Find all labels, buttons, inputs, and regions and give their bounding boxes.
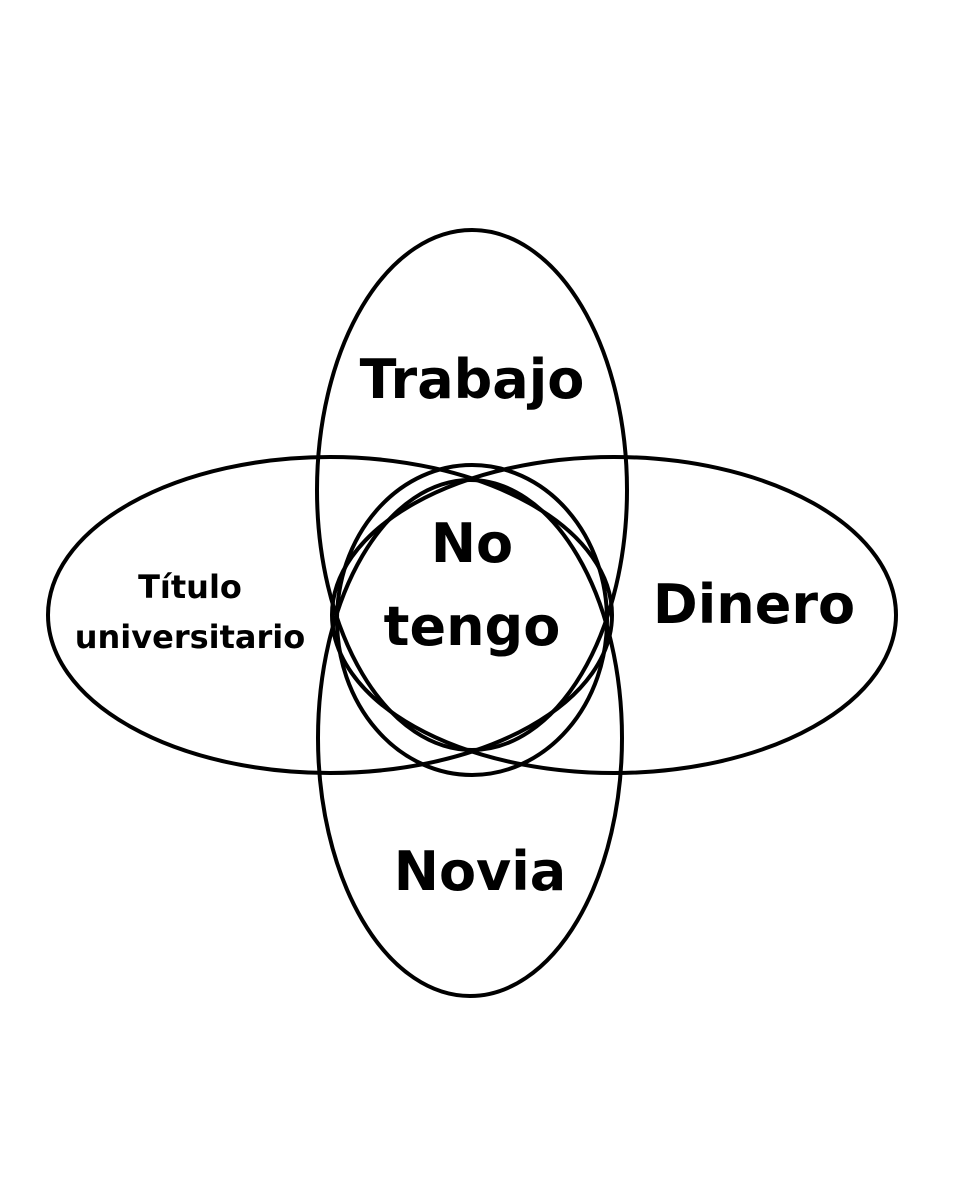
label-novia: Novia [394,840,566,903]
ellipse-trabajo [315,228,629,752]
ellipse-novia [316,478,624,998]
label-tengo: tengo [384,595,561,658]
ellipse-center [335,463,609,777]
label-titulo: Título [138,568,242,606]
label-no: No [431,512,513,575]
label-dinero: Dinero [653,573,855,636]
ellipse-titulo-universitario [46,455,614,775]
label-trabajo: Trabajo [360,348,585,411]
label-universitario: universitario [75,618,306,656]
ellipse-dinero [330,455,898,775]
